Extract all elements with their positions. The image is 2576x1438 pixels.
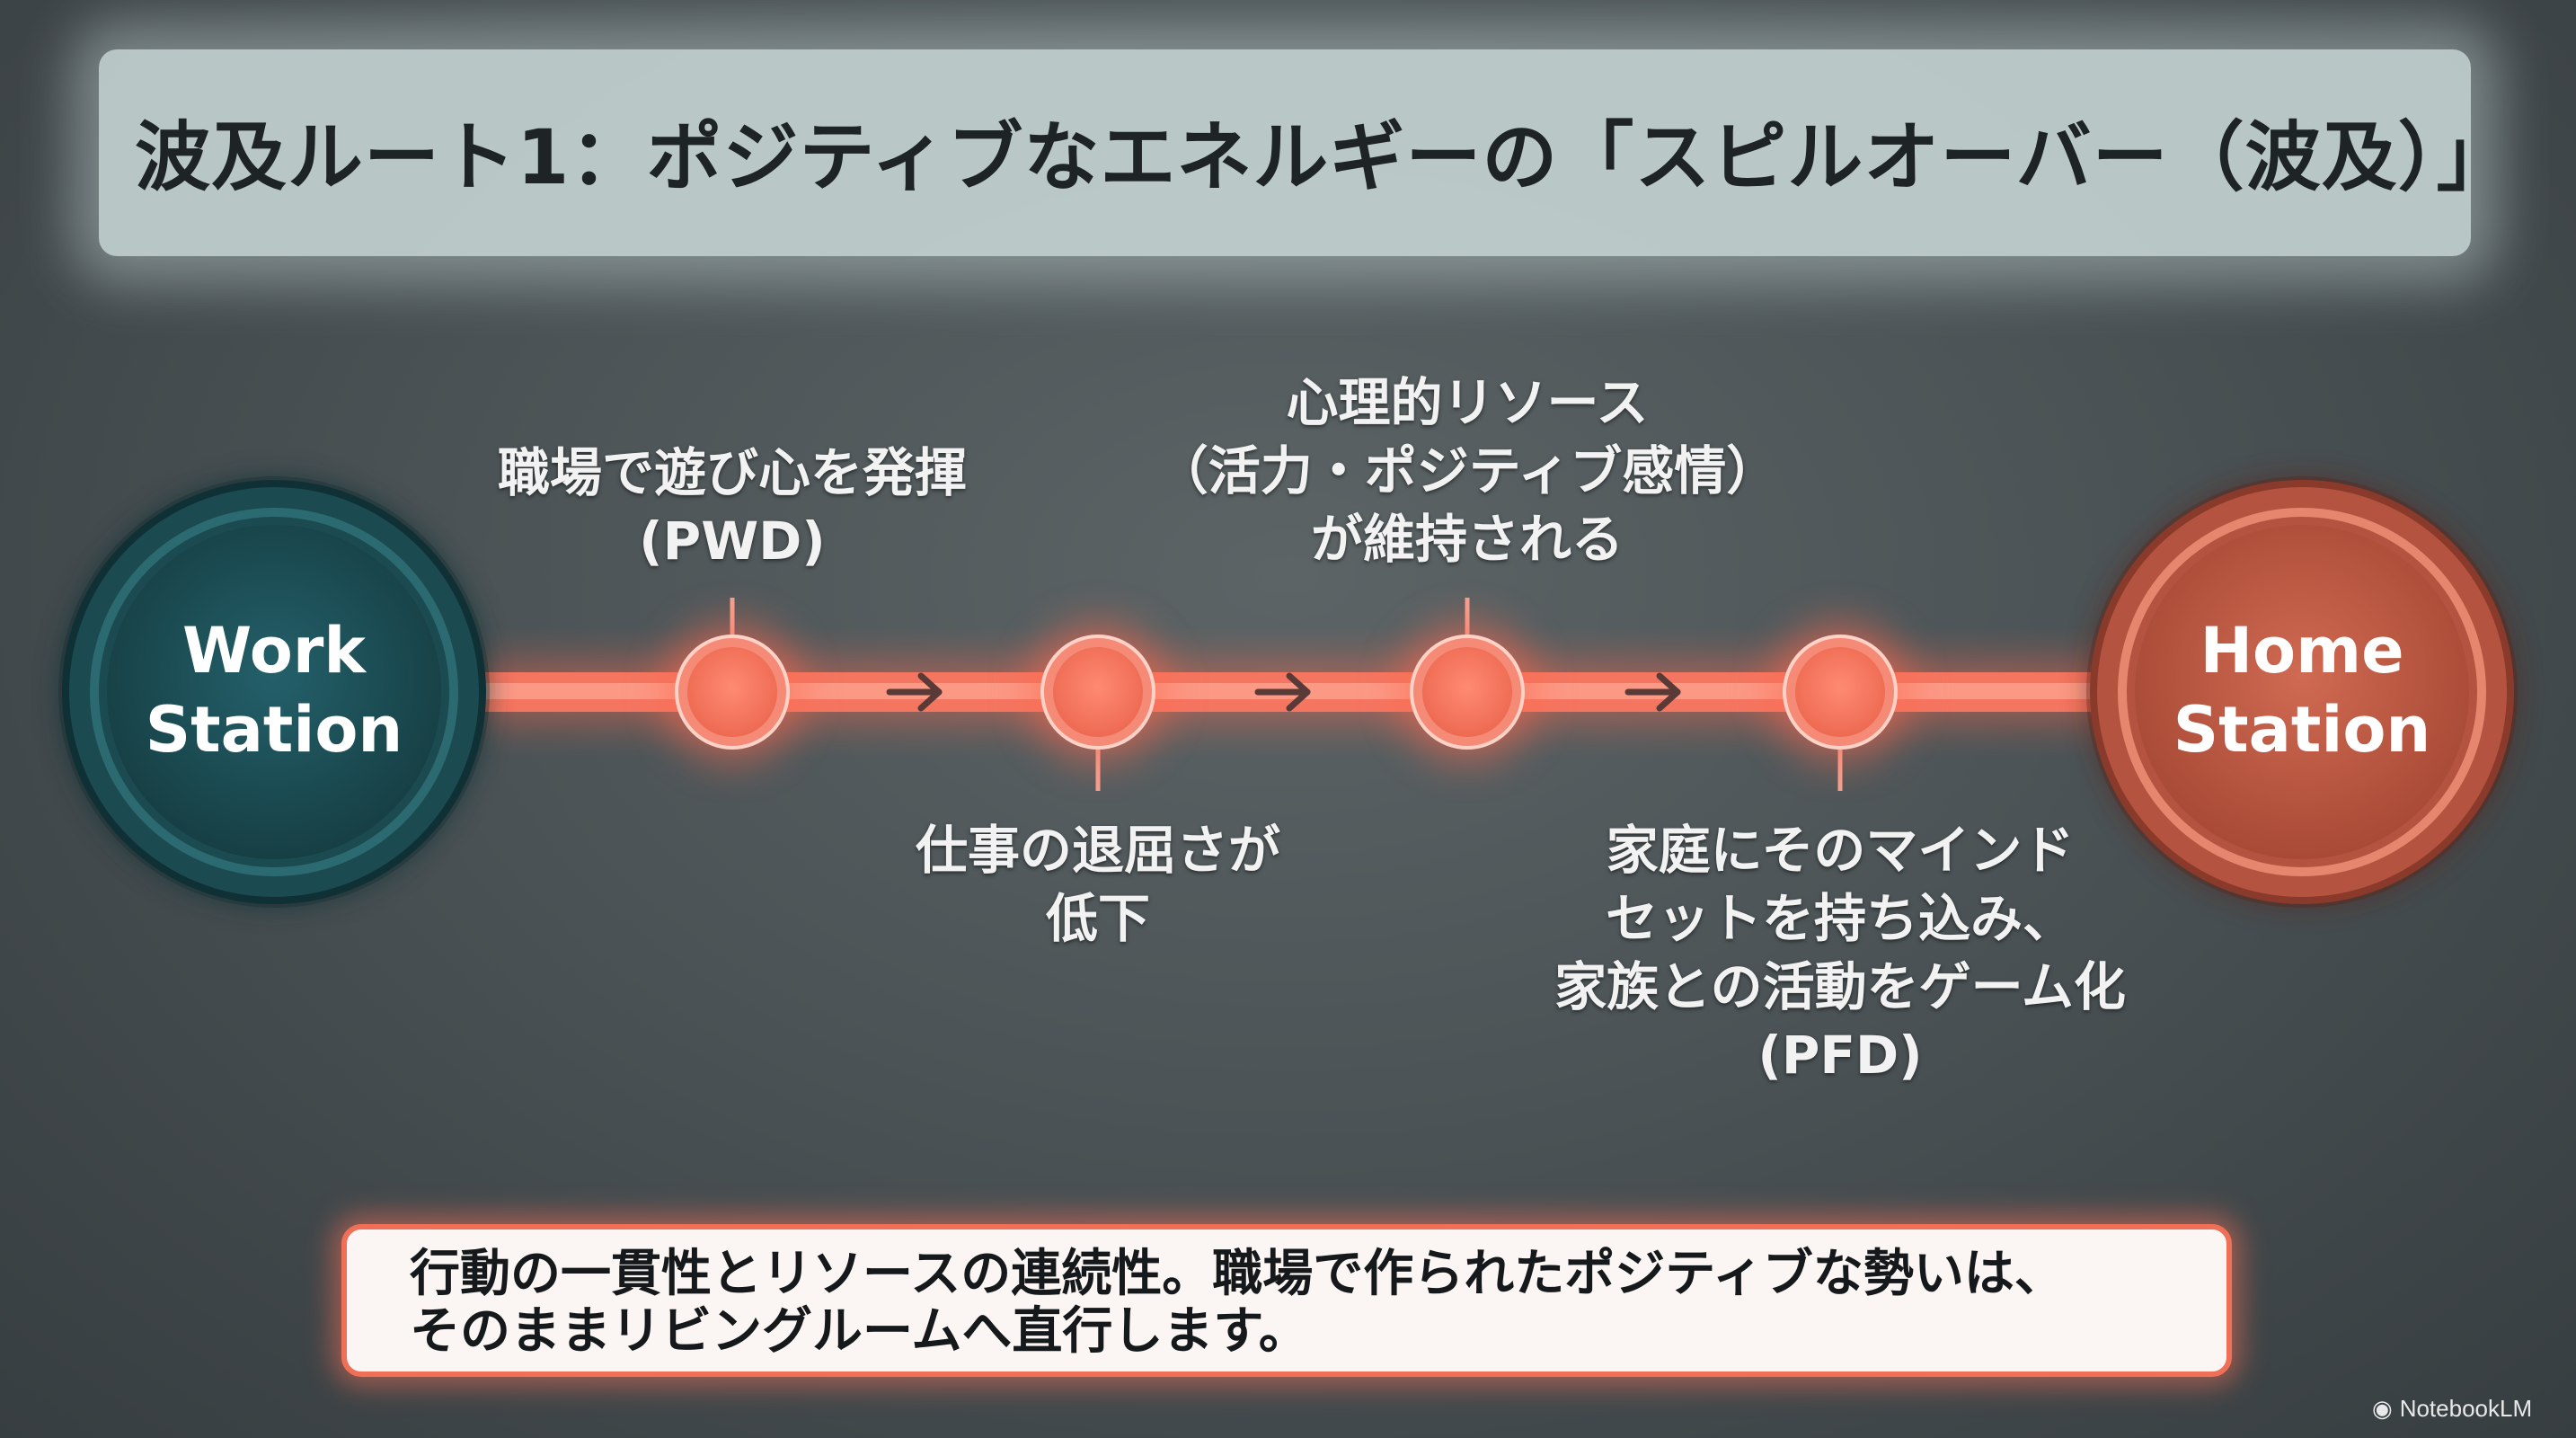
- brand-label: NotebookLM: [2399, 1395, 2533, 1422]
- notebooklm-logo-icon: ◉: [2372, 1395, 2393, 1422]
- arrow-icon-3: [1624, 672, 1681, 712]
- node-3: [1397, 622, 1537, 762]
- brand-watermark: ◉ NotebookLM: [2372, 1395, 2532, 1423]
- step3-label: 心理的リソース （活力・ポジティブ感情） が維持される: [1155, 372, 1779, 570]
- arrow-icon-2: [1254, 672, 1311, 712]
- node-4: [1770, 622, 1910, 762]
- home-station-circle: [2086, 476, 2518, 908]
- step4-label: 家庭にそのマインド セットを持ち込み、 家族との活動をゲーム化 (PFD): [1554, 820, 2126, 1086]
- step1-label: 職場で遊び心を発揮 (PWD): [497, 442, 967, 572]
- page-title: 波及ルート1：ポジティブなエネルギーの「スピルオーバー（波及）」: [135, 113, 2513, 201]
- step2-label: 仕事の退屈さが 低下: [915, 820, 1280, 949]
- work-station-label: Work Station: [145, 614, 403, 767]
- arrow-icon-1: [886, 672, 943, 712]
- work-station-circle: [58, 476, 490, 908]
- home-station-label: Home Station: [2173, 614, 2431, 767]
- summary-text: 行動の一貫性とリソースの連続性。職場で作られたポジティブな勢いは、 そのままリビ…: [410, 1245, 2065, 1361]
- node-2: [1028, 622, 1168, 762]
- title-banner: [99, 49, 2471, 256]
- node-1: [662, 622, 802, 762]
- summary-box: 行動の一貫性とリソースの連続性。職場で作られたポジティブな勢いは、 そのままリビ…: [341, 1224, 2232, 1377]
